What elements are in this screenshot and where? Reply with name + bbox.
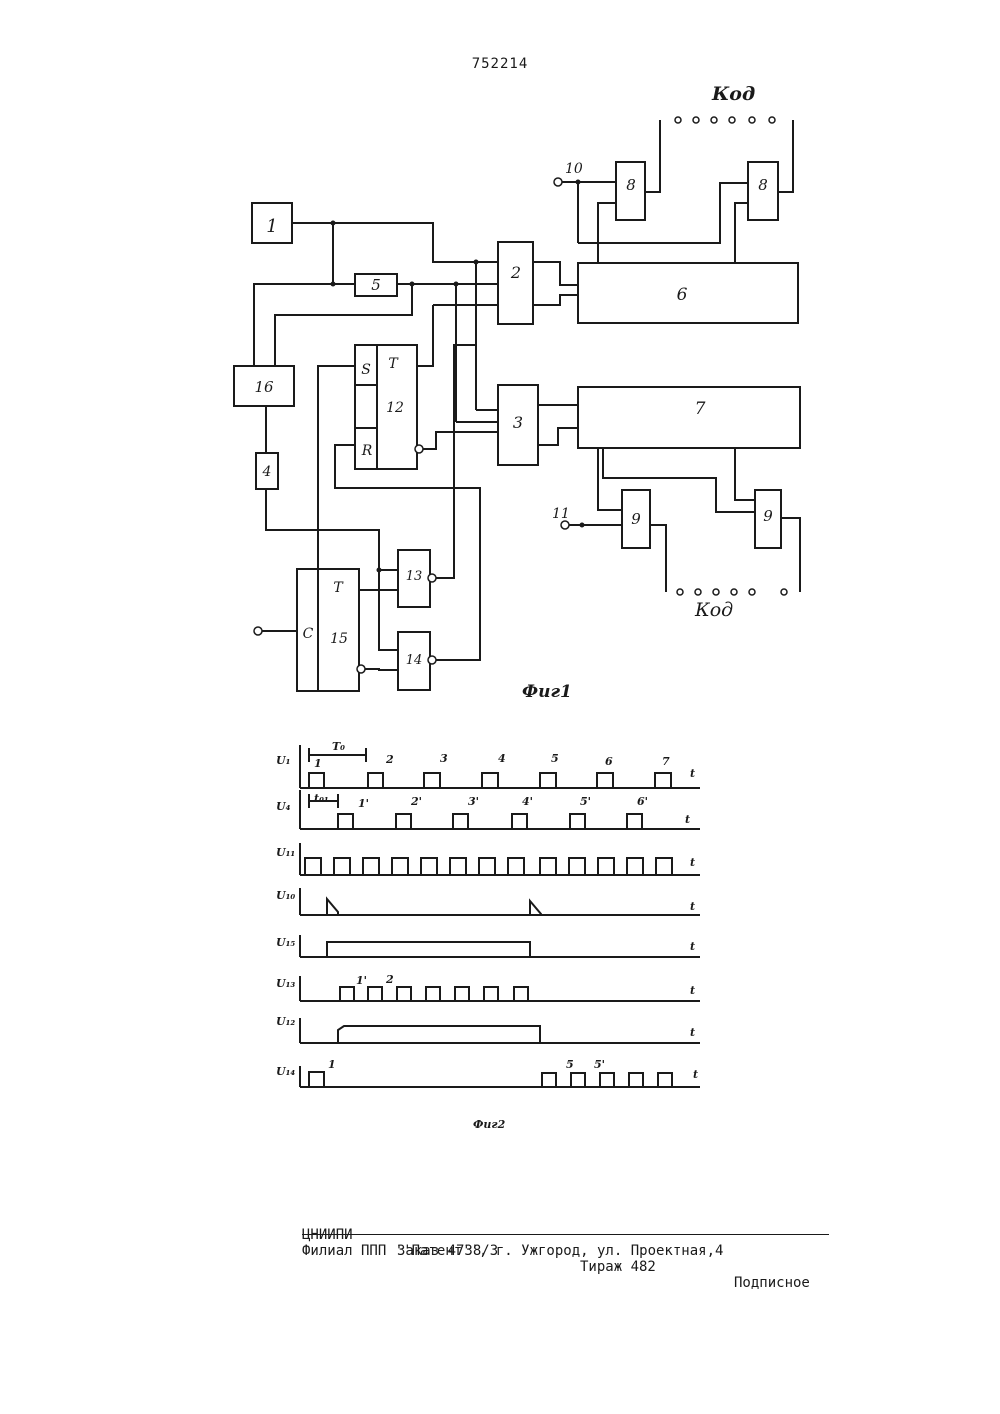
u1-pulse-5: 5 bbox=[551, 752, 559, 765]
block-3-label: 3 bbox=[513, 413, 523, 432]
trigger-15-c-pin: C bbox=[303, 626, 314, 642]
u13-pulses bbox=[300, 976, 528, 1001]
block-2 bbox=[498, 242, 533, 324]
u1-pulses bbox=[300, 745, 671, 788]
u1-pulse-1: 1 bbox=[314, 757, 322, 770]
u15-pulse bbox=[300, 935, 530, 957]
row-label-u15: U₁₅ bbox=[276, 936, 295, 949]
block-diagram: 1 5 2 3 6 7 8 8 9 9 16 4 S R T 12 bbox=[234, 83, 800, 702]
t-label-1: t bbox=[690, 767, 695, 780]
row-label-u13: U₁₃ bbox=[276, 977, 295, 990]
trigger-12-s-pin: S bbox=[361, 362, 371, 378]
u14-pulse-5: 5 bbox=[566, 1058, 574, 1071]
block-8-left-label: 8 bbox=[626, 176, 636, 194]
row-label-u10: U₁₀ bbox=[276, 889, 295, 902]
fig2-caption: Фиг2 bbox=[473, 1118, 506, 1131]
u14-pulse-1: 1 bbox=[328, 1058, 336, 1071]
input-terminal-15 bbox=[254, 627, 262, 635]
imprint-org: ЦНИИПИ bbox=[302, 1227, 353, 1243]
u4-pulse-5: 5' bbox=[580, 795, 591, 808]
u4-pulse-4: 4' bbox=[522, 795, 533, 808]
t-label-2: t bbox=[685, 813, 690, 826]
imprint-subscription: Подписное bbox=[734, 1275, 810, 1291]
u4-pulse-6: 6' bbox=[637, 795, 648, 808]
row-label-u11: U₁₁ bbox=[276, 846, 295, 859]
row-label-u14: U₁₄ bbox=[276, 1065, 295, 1078]
fig1-caption: Фиг1 bbox=[522, 682, 572, 702]
block-9-right-label: 9 bbox=[763, 507, 773, 525]
time-axes bbox=[300, 788, 700, 1087]
terminal-11-label: 11 bbox=[552, 506, 570, 522]
u4-pulse-2: 2' bbox=[410, 795, 422, 808]
code-output-bottom bbox=[677, 589, 787, 595]
t-label-4: t bbox=[690, 900, 695, 913]
block-6-label: 6 bbox=[677, 285, 688, 305]
code-output-top bbox=[675, 117, 775, 123]
terminal-10 bbox=[554, 178, 562, 186]
t-label-7: t bbox=[690, 1026, 695, 1039]
t-label-6: t bbox=[690, 984, 695, 997]
row-label-u4: U₄ bbox=[276, 800, 291, 813]
block-4-label: 4 bbox=[262, 464, 272, 480]
t-label-8: t bbox=[693, 1068, 698, 1081]
block-5-label: 5 bbox=[371, 276, 381, 294]
block-2-label: 2 bbox=[510, 263, 521, 282]
u12-pulse bbox=[300, 1018, 540, 1043]
u13-pulse-1: 1' bbox=[356, 974, 367, 987]
block-13-label: 13 bbox=[406, 569, 423, 584]
u14-pulse-5-prime: 5' bbox=[594, 1058, 605, 1071]
u1-pulse-6: 6 bbox=[605, 755, 613, 768]
delay-label: t₀₁ bbox=[314, 792, 329, 805]
code-label-top: Код bbox=[711, 83, 755, 105]
trigger-15-label: 15 bbox=[330, 631, 348, 647]
block-8-right-label: 8 bbox=[758, 176, 768, 194]
u4-pulse-1: 1' bbox=[358, 797, 369, 810]
trigger-12-label: 12 bbox=[386, 400, 404, 416]
terminal-10-label: 10 bbox=[565, 161, 583, 177]
block-1-label: 1 bbox=[266, 216, 277, 237]
u4-pulse-3: 3' bbox=[468, 795, 479, 808]
block-7 bbox=[578, 387, 800, 448]
trigger-12-r-pin: R bbox=[361, 443, 373, 459]
block-6 bbox=[578, 263, 798, 323]
period-label: T₀ bbox=[332, 740, 345, 753]
terminal-11 bbox=[561, 521, 569, 529]
imprint-circulation: Тираж 482 bbox=[580, 1259, 656, 1275]
row-label-u12: U₁₂ bbox=[276, 1015, 295, 1028]
timing-diagram: U₁ U₄ U₁₁ U₁₀ U₁₅ U₁₃ U₁₂ U₁₄ t t t t t … bbox=[276, 740, 700, 1131]
u11-pulses bbox=[300, 843, 672, 875]
block-14-label: 14 bbox=[406, 653, 423, 668]
u13-pulse-2: 2 bbox=[385, 973, 394, 986]
u14-pulses bbox=[300, 1066, 672, 1087]
row-label-u1: U₁ bbox=[276, 754, 290, 767]
t-label-3: t bbox=[690, 856, 695, 869]
imprint-rule bbox=[302, 1234, 829, 1235]
block-16-label: 16 bbox=[254, 378, 274, 396]
t-label-5: t bbox=[690, 940, 695, 953]
u1-pulse-7: 7 bbox=[662, 755, 670, 768]
u1-pulse-3: 3 bbox=[440, 752, 448, 765]
block-9-left-label: 9 bbox=[631, 510, 641, 528]
imprint-address: Филиал ППП ''Патент'', г. Ужгород, ул. П… bbox=[302, 1243, 723, 1259]
code-label-bottom: Код bbox=[694, 599, 733, 621]
u1-pulse-4: 4 bbox=[498, 752, 506, 765]
u1-pulse-2: 2 bbox=[385, 753, 394, 766]
block-7-label: 7 bbox=[695, 399, 706, 419]
u10-pulses bbox=[300, 888, 541, 915]
